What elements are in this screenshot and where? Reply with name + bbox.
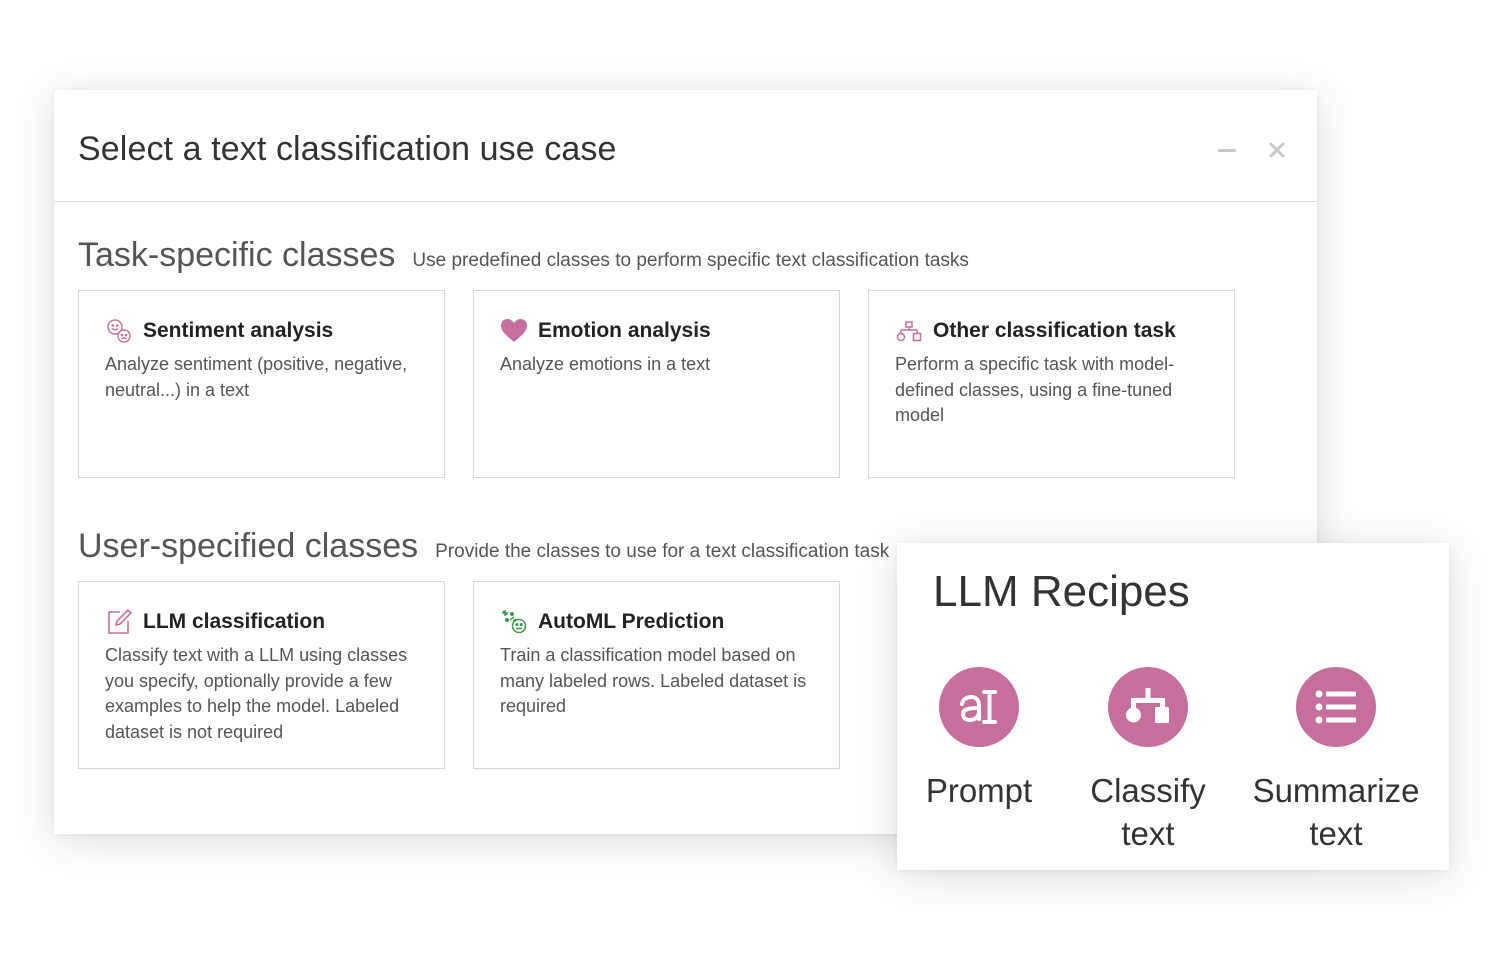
minimize-icon (1218, 148, 1236, 152)
card-emotion-analysis[interactable]: Emotion analysis Analyze emotions in a t… (473, 290, 840, 478)
recipe-label-line: Summarize (1252, 772, 1420, 809)
card-description: Train a classification model based on ma… (500, 645, 807, 716)
close-icon (1269, 142, 1285, 158)
card-title: Other classification task (933, 319, 1176, 342)
section-title: User-specified classes (78, 527, 419, 565)
card-header: Other classification task (895, 317, 1176, 345)
classification-tree-icon (895, 317, 923, 345)
card-llm-classification[interactable]: LLM classification Classify text with a … (78, 581, 445, 769)
section-description: Use predefined classes to perform specif… (412, 250, 969, 271)
ai-prompt-icon (960, 690, 997, 724)
task-specific-heading: Task-specific classes Use predefined cla… (78, 236, 969, 275)
card-title: Emotion analysis (538, 319, 711, 342)
card-other-classification-task[interactable]: Other classification task Perform a spec… (868, 290, 1235, 478)
recipe-prompt[interactable]: Prompt (889, 667, 1069, 812)
card-title: LLM classification (143, 610, 326, 633)
card-header: LLM classification (105, 608, 325, 636)
automl-icon (500, 608, 528, 636)
modal-title: Select a text classification use case (78, 130, 617, 168)
classify-tree-icon (1126, 688, 1169, 723)
llm-recipes-title: LLM Recipes (933, 567, 1190, 616)
card-title: AutoML Prediction (538, 610, 725, 633)
recipe-icon-circle (1296, 667, 1376, 747)
card-description: Analyze emotions in a text (500, 354, 711, 374)
card-header: AutoML Prediction (500, 608, 724, 636)
recipe-summarize-text[interactable]: Summarize text (1246, 667, 1426, 855)
recipe-label-line: Classify (1090, 772, 1206, 809)
edit-square-icon (105, 608, 133, 636)
close-button[interactable] (1265, 138, 1289, 162)
card-title: Sentiment analysis (143, 319, 334, 342)
section-title: Task-specific classes (78, 236, 396, 274)
card-automl-prediction[interactable]: AutoML Prediction Train a classification… (473, 581, 840, 769)
recipe-label-line: text (1121, 815, 1175, 852)
card-header: Emotion analysis (500, 317, 711, 345)
card-sentiment-analysis[interactable]: Sentiment analysis Analyze sentiment (po… (78, 290, 445, 478)
card-description: Perform a specific task with model-defin… (895, 354, 1175, 425)
recipe-classify-text[interactable]: Classify text (1058, 667, 1238, 855)
list-icon (1315, 690, 1356, 724)
llm-recipes-panel: LLM Recipes Prompt Classif (897, 543, 1449, 870)
user-specified-heading: User-specified classes Provide the class… (78, 527, 889, 566)
card-description: Classify text with a LLM using classes y… (105, 645, 408, 742)
heart-icon (500, 317, 528, 345)
recipe-label: Summarize text (1246, 769, 1426, 855)
recipe-label-line: Prompt (925, 772, 1033, 809)
modal-header: Select a text classification use case (54, 90, 1317, 202)
card-description: Analyze sentiment (positive, negative, n… (105, 354, 408, 400)
recipe-icon-circle (939, 667, 1019, 747)
section-description: Provide the classes to use for a text cl… (435, 541, 890, 562)
recipe-label: Classify text (1058, 769, 1238, 855)
recipe-icon-circle (1108, 667, 1188, 747)
card-header: Sentiment analysis (105, 317, 333, 345)
recipe-label: Prompt (889, 769, 1069, 812)
minimize-button[interactable] (1215, 138, 1239, 162)
use-case-modal: Select a text classification use case Ta… (54, 90, 1317, 834)
smiley-faces-icon (105, 317, 133, 345)
recipe-label-line: text (1309, 815, 1363, 852)
